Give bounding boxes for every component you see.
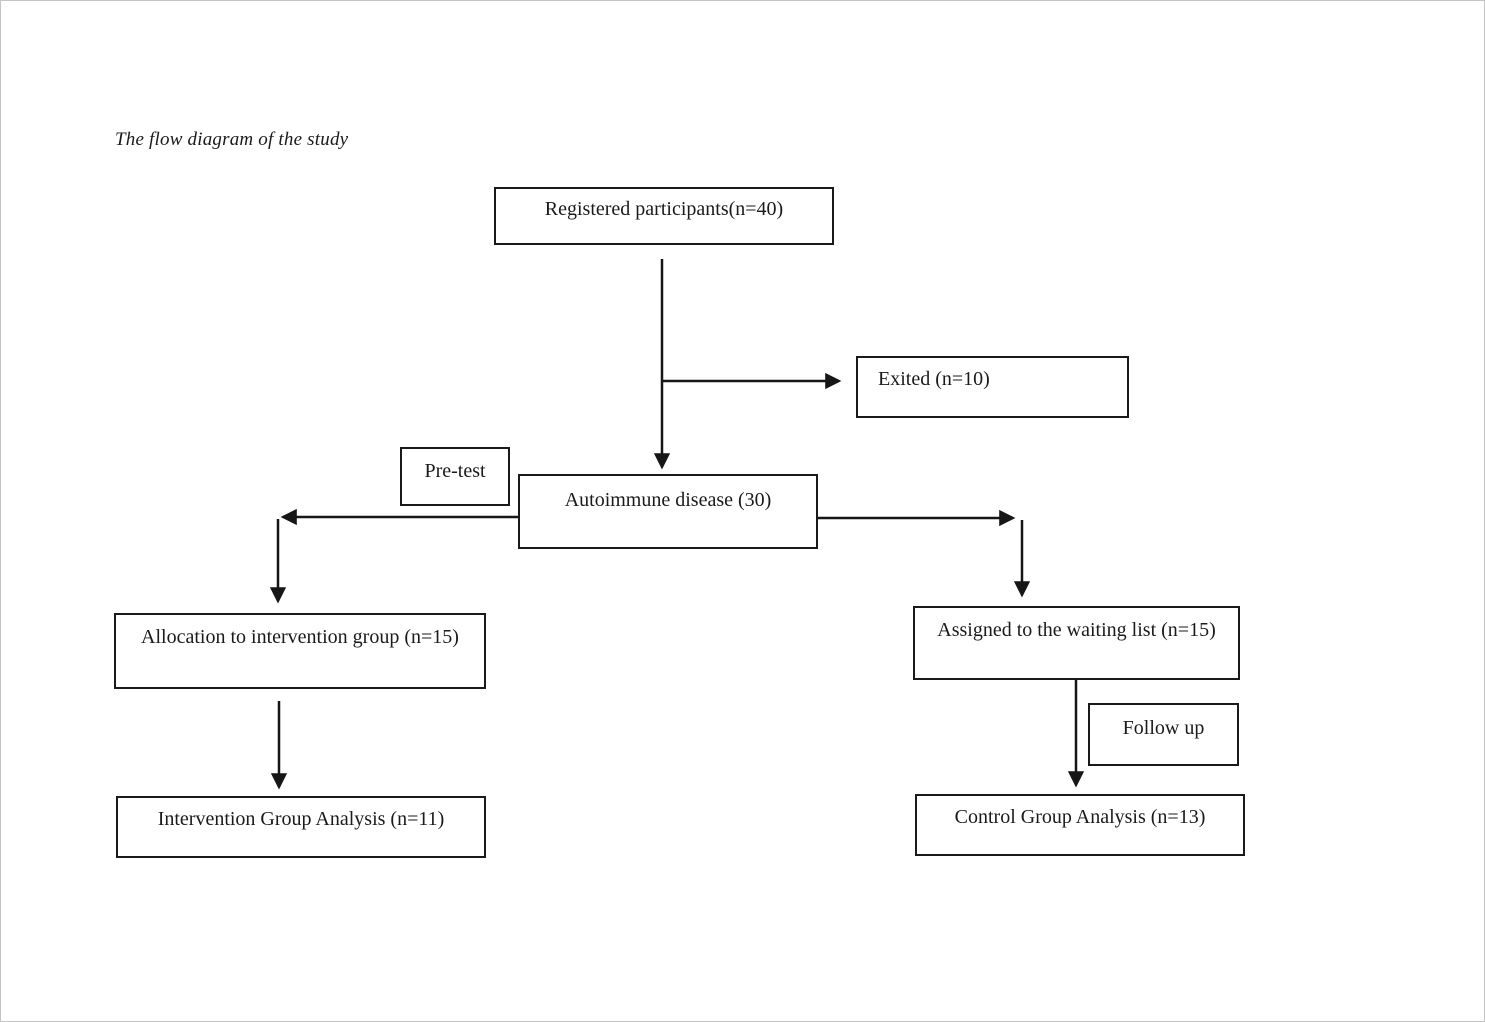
- node-exited-label: Exited (n=10): [878, 368, 990, 390]
- node-autoimmune-disease-label: Autoimmune disease (30): [564, 489, 772, 511]
- node-pretest: Pre-test: [400, 447, 510, 506]
- node-allocation-intervention-group-label: Allocation to intervention group (n=15): [141, 626, 459, 648]
- node-allocation-intervention-group: Allocation to intervention group (n=15): [114, 613, 486, 689]
- node-followup: Follow up: [1088, 703, 1239, 766]
- node-intervention-group-analysis-label: Intervention Group Analysis (n=11): [157, 808, 445, 830]
- node-control-group-analysis: Control Group Analysis (n=13): [915, 794, 1245, 856]
- node-registered-participants-label: Registered participants(n=40): [544, 198, 784, 220]
- node-assigned-waiting-list-label: Assigned to the waiting list (n=15): [937, 619, 1216, 641]
- diagram-title: The flow diagram of the study: [115, 129, 349, 150]
- node-control-group-analysis-label: Control Group Analysis (n=13): [954, 806, 1206, 828]
- node-registered-participants: Registered participants(n=40): [494, 187, 834, 245]
- node-followup-label: Follow up: [1122, 717, 1205, 739]
- node-assigned-waiting-list: Assigned to the waiting list (n=15): [913, 606, 1240, 680]
- node-intervention-group-analysis: Intervention Group Analysis (n=11): [116, 796, 486, 858]
- node-pretest-label: Pre-test: [424, 460, 486, 482]
- node-exited: Exited (n=10): [856, 356, 1129, 418]
- node-autoimmune-disease: Autoimmune disease (30): [518, 474, 818, 549]
